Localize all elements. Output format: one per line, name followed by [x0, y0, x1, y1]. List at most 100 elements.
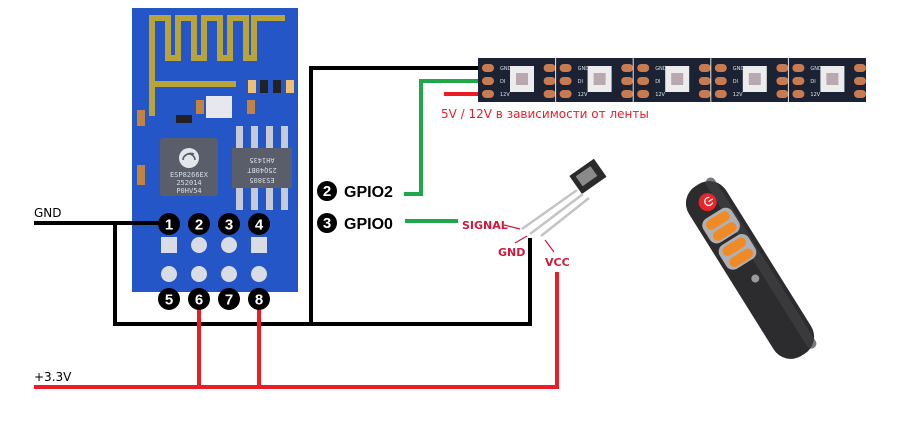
strip-pad-label: DI — [655, 79, 660, 85]
pin-badge: 4 — [248, 213, 270, 235]
remote-button — [712, 222, 737, 241]
ir-gnd-label: GND — [498, 246, 525, 259]
flash-marking: AH1435 — [249, 156, 274, 164]
svg-text:2: 2 — [323, 183, 331, 200]
power-button — [698, 193, 717, 212]
strip-pad — [543, 64, 556, 72]
pin-pads — [161, 237, 267, 282]
svg-text:GPIO0: GPIO0 — [344, 216, 393, 233]
strip-pad-label: GND — [655, 66, 667, 72]
svg-text:7: 7 — [225, 292, 233, 309]
power-icon — [704, 196, 714, 207]
capacitor-smd — [176, 115, 192, 123]
strip-pad-label: 12V — [500, 92, 510, 98]
strip-pad — [714, 77, 727, 85]
svg-text:1: 1 — [165, 217, 173, 234]
pin-badge: 6 — [188, 288, 210, 310]
svg-text:3: 3 — [225, 217, 233, 234]
ws2812-die — [748, 73, 761, 85]
gnd-loop-wire — [113, 223, 532, 326]
remote-led-indicator — [751, 274, 760, 283]
strip-pad — [621, 90, 634, 98]
strip-pad — [637, 90, 650, 98]
strip-pad-label: DI — [578, 79, 583, 85]
button-group — [718, 234, 757, 270]
gpio0-label: 3 GPIO0 — [317, 213, 393, 233]
flash-legs — [236, 126, 288, 210]
svg-text:3: 3 — [323, 215, 331, 232]
antenna-feed — [149, 18, 236, 116]
strip-pad — [698, 77, 711, 85]
ir-signal-label: SIGNAL — [462, 219, 508, 232]
vcc-label: +3.3V — [34, 370, 72, 384]
strip-pad-label: GND — [810, 66, 822, 72]
pin-badge: 2 — [188, 213, 210, 235]
strip-pad — [621, 64, 634, 72]
gnd-label: GND — [34, 206, 62, 220]
strip-pad — [559, 64, 572, 72]
vcc-rail-wire — [34, 272, 559, 389]
remote-button — [722, 237, 747, 257]
led-smd — [248, 80, 256, 93]
ir-remote — [685, 177, 817, 359]
strip-pad-label: GND — [500, 66, 512, 72]
flash-chip — [232, 148, 292, 188]
strip-pad-label: 12V — [733, 92, 743, 98]
capacitor-smd — [196, 100, 204, 114]
gnd-strip-wire — [309, 66, 482, 324]
led-smd — [286, 80, 294, 93]
strip-pad — [698, 90, 711, 98]
capacitor-smd — [247, 100, 255, 114]
strip-pad — [854, 77, 866, 85]
strip-pad-label: 12V — [578, 92, 588, 98]
strip-pad — [776, 64, 789, 72]
ws2812-die — [826, 73, 839, 85]
resistor-smd — [273, 80, 281, 93]
strip-pad — [776, 77, 789, 85]
button-group — [702, 207, 740, 244]
remote-button — [729, 248, 753, 268]
strip-pad — [543, 77, 556, 85]
flash-marking: ES3805 — [249, 176, 274, 184]
ir-receiver: SIGNAL GND VCC — [462, 158, 607, 269]
pin-badges: 1 2 3 4 5 6 7 8 — [158, 213, 270, 310]
ws2812-die — [516, 73, 528, 85]
capacitor-smd — [137, 165, 145, 185]
pin-badge: 1 — [158, 213, 180, 235]
strip-pad — [637, 77, 650, 85]
strip-pad — [543, 90, 556, 98]
strip-pad — [792, 77, 805, 85]
remote-button — [706, 211, 730, 230]
gpio2-to-strip-wire — [404, 79, 482, 196]
strip-pad-label: 12V — [810, 92, 820, 98]
resistor-smd — [260, 80, 268, 93]
ir-vcc-label: VCC — [545, 256, 570, 269]
strip-pad — [776, 90, 789, 98]
strip-pad — [482, 64, 494, 72]
svg-text:4: 4 — [255, 217, 264, 234]
esp01-module: ESP8266EX 252014 P0HV54 ES3805 25Q40BT A… — [132, 8, 298, 292]
strip-pad — [482, 77, 494, 85]
chip-marking: ESP8266EX — [170, 171, 209, 179]
svg-text:GPIO2: GPIO2 — [344, 184, 393, 201]
strip-pad — [621, 77, 634, 85]
chip-marking: 252014 — [176, 179, 201, 187]
strip-pad — [559, 77, 572, 85]
pin-badge: 7 — [218, 288, 240, 310]
strip-pad — [714, 90, 727, 98]
svg-text:8: 8 — [255, 292, 263, 309]
strip-pad-label: DI — [733, 79, 738, 85]
power-wires — [34, 92, 559, 389]
pin-badge: 3 — [218, 213, 240, 235]
strip-pad — [792, 64, 805, 72]
gnd-wires — [34, 66, 532, 326]
espressif-logo-icon — [179, 148, 199, 168]
strip-pad — [714, 64, 727, 72]
ir-receiver-legs — [521, 188, 590, 237]
strip-pad-label: DI — [810, 79, 815, 85]
crystal — [206, 96, 232, 118]
chip-marking: P0HV54 — [176, 187, 201, 195]
